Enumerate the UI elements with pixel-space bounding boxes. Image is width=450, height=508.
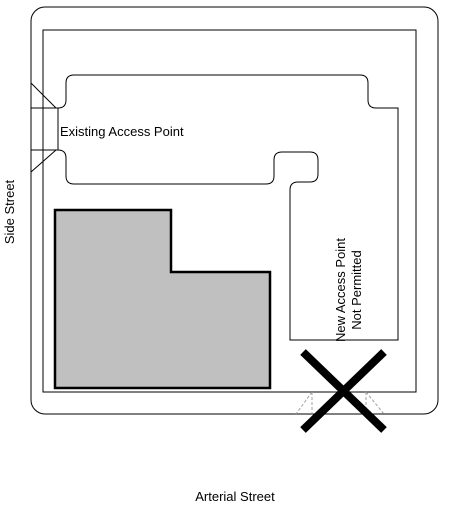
lot-boundary <box>30 6 439 415</box>
drive-aisle-outline <box>57 74 399 341</box>
x-mark-icon <box>300 349 387 433</box>
proposed-access-driveway <box>295 391 385 415</box>
new-access-label-line1: New Access Point <box>333 238 348 342</box>
existing-access-label: Existing Access Point <box>60 124 184 139</box>
existing-access-driveway <box>30 82 58 173</box>
building-footprint <box>53 208 272 390</box>
arterial-street-label: Arterial Street <box>195 489 275 504</box>
lot-setback <box>42 29 417 393</box>
side-street-label: Side Street <box>2 179 17 244</box>
new-access-label-line2: Not Permitted <box>349 250 364 329</box>
